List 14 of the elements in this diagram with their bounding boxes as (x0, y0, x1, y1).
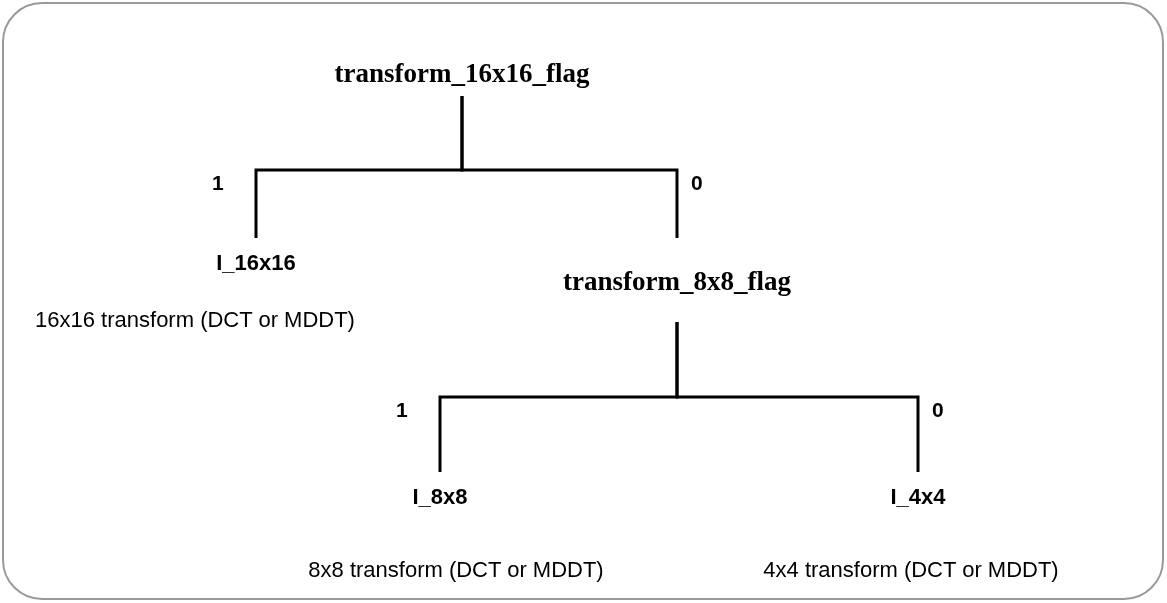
tree-node-label: I_4x4 (858, 474, 978, 518)
tree-node-label: transform_16x16_flag (332, 50, 592, 96)
node-caption: 16x16 transform (DCT or MDDT) (34, 306, 356, 334)
edge-label: 1 (396, 399, 408, 420)
tree-node-label: I_8x8 (380, 474, 500, 518)
edge-label: 0 (932, 399, 944, 420)
tree-node-label: I_16x16 (196, 240, 316, 284)
tree-branch-line (460, 96, 679, 238)
node-caption: 4x4 transform (DCT or MDDT) (762, 556, 1060, 584)
tree-branch-line (675, 322, 920, 472)
tree-node-label: transform_8x8_flag (507, 240, 847, 322)
edge-label: 1 (212, 172, 224, 193)
edge-label: 0 (691, 172, 703, 193)
node-caption: 8x8 transform (DCT or MDDT) (307, 556, 605, 584)
